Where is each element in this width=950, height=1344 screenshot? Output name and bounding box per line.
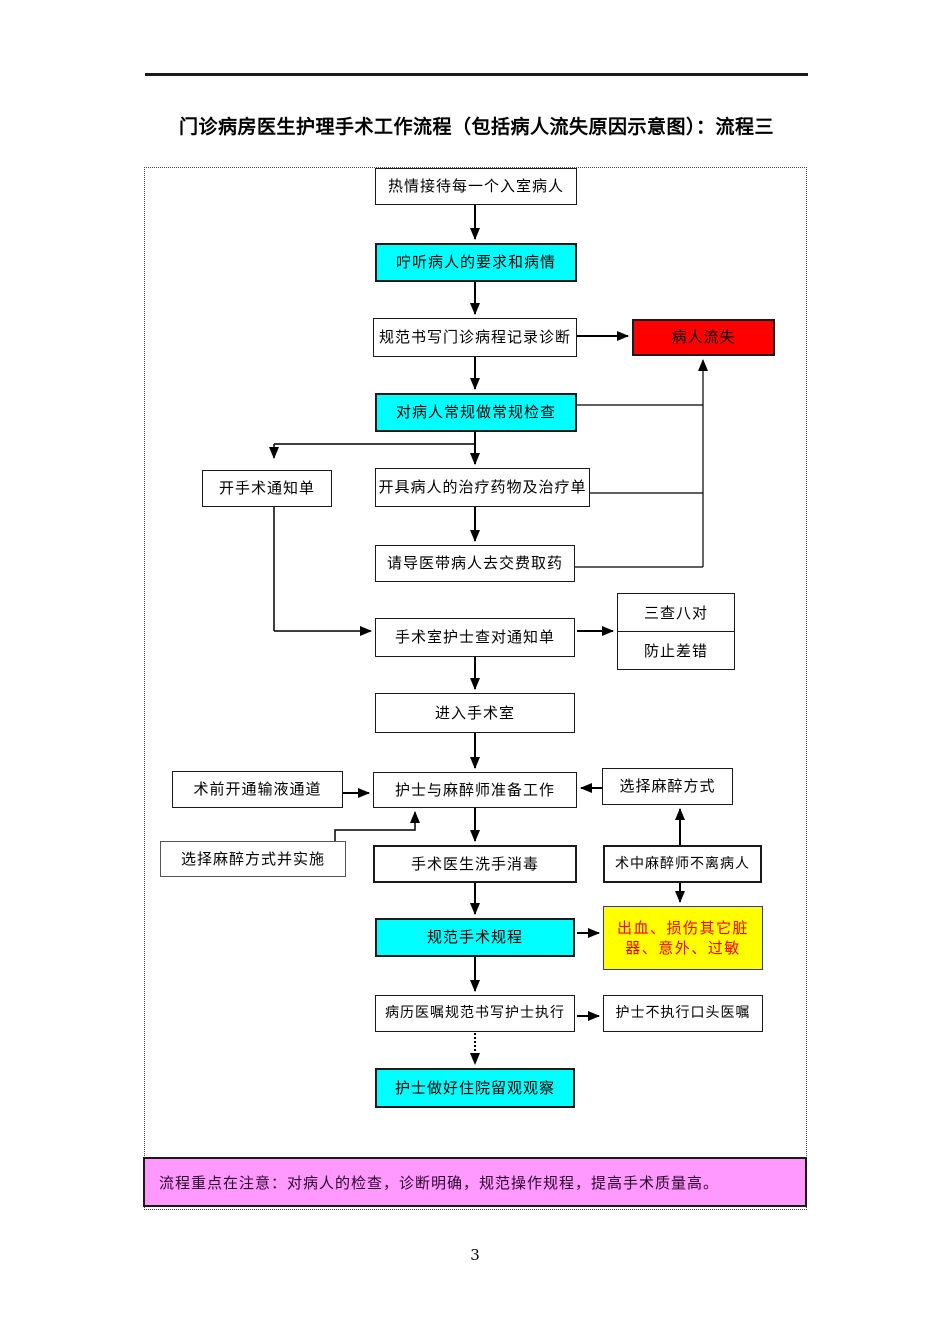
- node-choose-anesthesia: 选择麻醉方式: [602, 768, 733, 805]
- node-hand-disinfect: 手术医生洗手消毒: [373, 845, 577, 883]
- document-title: 门诊病房医生护理手术工作流程（包括病人流失原因示意图）：流程三: [178, 116, 774, 138]
- node-iv-channel-label: 术前开通输液通道: [193, 780, 322, 799]
- node-enter-room: 进入手术室: [375, 693, 575, 733]
- node-routine-exam: 对病人常规做常规检查: [375, 393, 577, 432]
- node-no-verbal-orders: 护士不执行口头医嘱: [603, 995, 763, 1032]
- node-prescribe: 开具病人的治疗药物及治疗单: [375, 468, 590, 507]
- node-prescribe-label: 开具病人的治疗药物及治疗单: [378, 478, 587, 497]
- node-complications: 出血、损伤其它脏器、意外、过敏: [603, 906, 763, 970]
- node-implement-anesthesia: 选择麻醉方式并实施: [160, 841, 346, 877]
- node-implement-anesthesia-label: 选择麻醉方式并实施: [180, 849, 325, 868]
- node-patient-loss: 病人流失: [632, 319, 775, 356]
- node-check-rules: 三查八对 防止差错: [617, 593, 735, 670]
- node-guide-payment-label: 请导医带病人去交费取药: [386, 554, 563, 573]
- node-welcome-label: 热情接待每一个入室病人: [387, 177, 564, 196]
- node-prevent-errors: 防止差错: [618, 631, 734, 669]
- header-rule: [145, 73, 808, 76]
- node-enter-room-label: 进入手术室: [434, 703, 515, 722]
- node-standard-procedure-label: 规范手术规程: [426, 928, 523, 947]
- node-ward-observation: 护士做好住院留观观察: [375, 1068, 575, 1108]
- flowchart-frame: [144, 167, 807, 1210]
- node-record: 规范书写门诊病程记录诊断: [373, 318, 577, 357]
- node-listen-label: 咛听病人的要求和病情: [395, 253, 556, 272]
- node-guide-payment: 请导医带病人去交费取药: [375, 545, 575, 582]
- node-three-checks: 三查八对: [643, 604, 708, 622]
- summary-note: 流程重点在注意：对病人的检查，诊断明确，规范操作规程，提高手术质量高。: [143, 1157, 807, 1207]
- node-record-label: 规范书写门诊病程记录诊断: [378, 328, 571, 347]
- node-surgery-notice: 开手术通知单: [202, 470, 332, 507]
- node-routine-exam-label: 对病人常规做常规检查: [395, 403, 556, 422]
- node-choose-anesthesia-label: 选择麻醉方式: [619, 777, 716, 796]
- node-nurse-verify-label: 手术室护士查对通知单: [394, 628, 555, 647]
- summary-note-text: 流程重点在注意：对病人的检查，诊断明确，规范操作规程，提高手术质量高。: [159, 1173, 720, 1192]
- node-complications-label: 出血、损伤其它脏器、意外、过敏: [616, 918, 749, 957]
- node-ward-observation-label: 护士做好住院留观观察: [394, 1078, 555, 1097]
- node-nurse-verify: 手术室护士查对通知单: [375, 618, 575, 657]
- node-patient-loss-label: 病人流失: [671, 328, 736, 347]
- node-orders-execute: 病历医嘱规范书写护士执行: [375, 995, 575, 1032]
- node-prepare-work: 护士与麻醉师准备工作: [373, 772, 577, 808]
- node-listen: 咛听病人的要求和病情: [375, 243, 577, 282]
- node-anesthetist-stay-label: 术中麻醉师不离病人: [615, 855, 750, 872]
- node-hand-disinfect-label: 手术医生洗手消毒: [410, 854, 539, 873]
- page-number: 3: [470, 1246, 480, 1264]
- node-welcome: 热情接待每一个入室病人: [375, 168, 577, 205]
- node-standard-procedure: 规范手术规程: [375, 918, 575, 957]
- node-anesthetist-stay: 术中麻醉师不离病人: [603, 845, 762, 883]
- node-surgery-notice-label: 开手术通知单: [218, 479, 315, 498]
- node-no-verbal-orders-label: 护士不执行口头医嘱: [615, 1005, 751, 1022]
- node-prepare-work-label: 护士与麻醉师准备工作: [394, 780, 555, 799]
- node-iv-channel: 术前开通输液通道: [172, 771, 343, 808]
- node-orders-execute-label: 病历医嘱规范书写护士执行: [385, 1005, 565, 1022]
